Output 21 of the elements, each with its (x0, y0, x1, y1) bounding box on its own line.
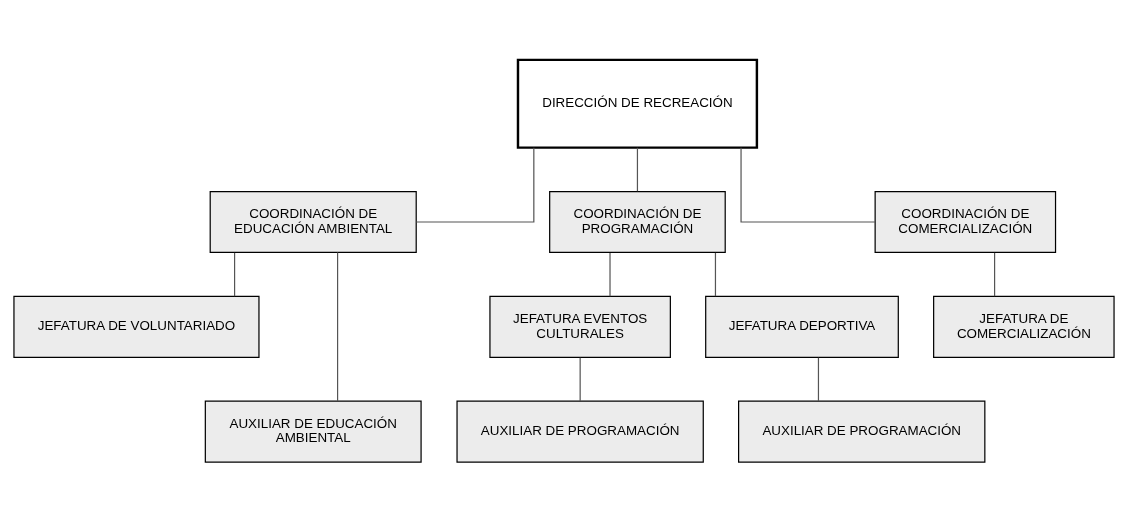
node-box: AUXILIAR DE PROGRAMACIÓN (456, 400, 704, 463)
node-box: COORDINACIÓN DE EDUCACIÓN AMBIENTAL (209, 190, 417, 253)
connector (415, 146, 535, 223)
node-box: AUXILIAR DE EDUCACIÓN AMBIENTAL (204, 400, 422, 463)
node-box: COORDINACIÓN DE COMERCIALIZACIÓN (874, 190, 1057, 253)
connector (609, 251, 611, 297)
node-box: COORDINACIÓN DE PROGRAMACIÓN (549, 190, 726, 253)
node-box: DIRECCIÓN DE RECREACIÓN (516, 58, 759, 149)
node-box: JEFATURA DEPORTIVA (705, 295, 899, 358)
node-box: JEFATURA DE VOLUNTARIADO (13, 295, 260, 358)
connector (233, 251, 236, 297)
connector (579, 356, 581, 402)
connector (336, 251, 339, 402)
node-box: JEFATURA EVENTOS CULTURALES (489, 295, 671, 358)
connector (740, 146, 876, 223)
node-box: AUXILIAR DE PROGRAMACIÓN (738, 400, 986, 463)
connector (817, 356, 820, 402)
connector (714, 251, 717, 297)
connector (636, 146, 639, 192)
node-box: JEFATURA DE COMERCIALIZACIÓN (933, 295, 1115, 358)
connector (994, 251, 996, 297)
